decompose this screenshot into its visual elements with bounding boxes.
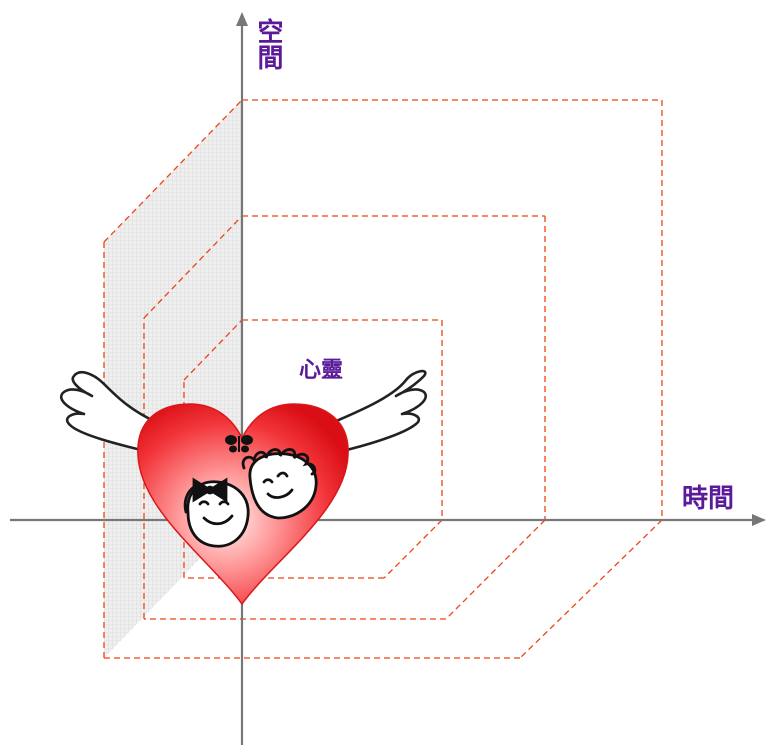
angel-wings-icon [59, 369, 427, 454]
couple-faces-icon [183, 448, 318, 548]
horizontal-axis-arrow [752, 514, 766, 526]
frame-large [103, 99, 663, 659]
dashed-frames [103, 99, 663, 659]
vertical-axis-arrow [236, 12, 248, 26]
mind-label: 心靈 [299, 358, 344, 383]
time-axis-label: 時間 [682, 484, 735, 514]
butterfly-icon [225, 435, 253, 453]
axes [10, 12, 766, 745]
frame-small [183, 319, 443, 579]
space-axis-label: 空間 [253, 18, 283, 70]
